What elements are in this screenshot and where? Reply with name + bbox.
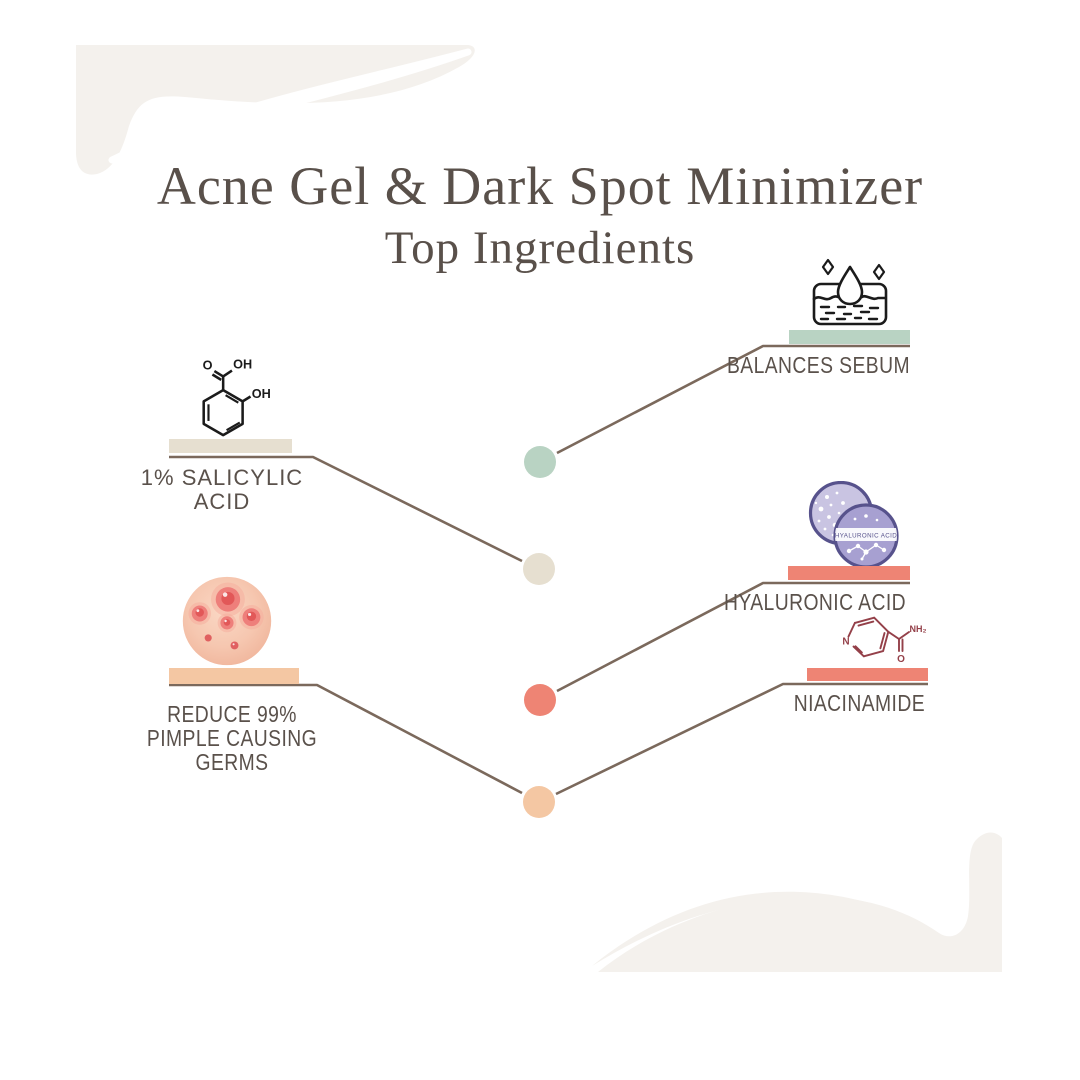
salicylic-o-label: O (203, 358, 213, 373)
skin-sebum-icon (812, 258, 888, 326)
reduce-germs-label: REDUCE 99% PIMPLE CAUSING GERMS (131, 702, 333, 774)
label-line: PIMPLE CAUSING (146, 725, 318, 751)
connector-balances-sebum (556, 344, 910, 455)
niacinamide-o-label: O (897, 654, 905, 665)
label-line: HYALURONIC ACID (723, 589, 906, 615)
hyaluronic-petri-icon: HYALURONIC ACID (808, 481, 899, 569)
page-subtitle: Top Ingredients (384, 222, 696, 274)
decor-swoosh-bottom-right (592, 832, 1002, 972)
hyaluronic-dot (524, 684, 556, 716)
decor-swoosh-top-left (76, 45, 475, 175)
label-line: NIACINAMIDE (793, 690, 925, 716)
label-line: 1% SALICYLIC (140, 465, 304, 490)
label-line: GERMS (195, 749, 269, 775)
connector-niacinamide (555, 682, 928, 796)
salicylic-dot (523, 553, 555, 585)
salicylic-structure-icon: O OH OH (202, 357, 271, 437)
connector-reduce-germs (169, 683, 523, 795)
page-title: Acne Gel & Dark Spot Minimizer (156, 156, 924, 216)
niacinamide-n-label: N (842, 637, 849, 648)
label-line: ACID (193, 489, 251, 514)
pimple-germs-icon (182, 576, 272, 666)
label-line: REDUCE 99% (167, 701, 297, 727)
hyaluronic-bar (788, 566, 910, 580)
salicylic-oh-ring-label: OH (252, 386, 271, 401)
reduce-germs-bar (169, 668, 299, 684)
niacinamide-bar (807, 668, 928, 681)
sebum-dot (524, 446, 556, 478)
sebum-bar (789, 330, 910, 344)
salicylic-label: 1% SALICYLIC ACID (139, 466, 305, 514)
hyaluronic-band-label: HYALURONIC ACID (835, 533, 897, 540)
niacinamide-dot (523, 786, 555, 818)
connector-salicylic (169, 455, 523, 563)
label-line: BALANCES SEBUM (726, 352, 910, 378)
sebum-label: BALANCES SEBUM (700, 353, 910, 377)
salicylic-bar (169, 439, 292, 453)
niacinamide-structure-icon: N NH₂ O (842, 616, 927, 665)
salicylic-oh-top-label: OH (233, 357, 252, 372)
niacinamide-label: NIACINAMIDE (715, 691, 925, 715)
niacinamide-nh2-label: NH₂ (910, 624, 927, 634)
hyaluronic-label: HYALURONIC ACID (696, 590, 906, 614)
connector-hyaluronic (556, 581, 910, 693)
